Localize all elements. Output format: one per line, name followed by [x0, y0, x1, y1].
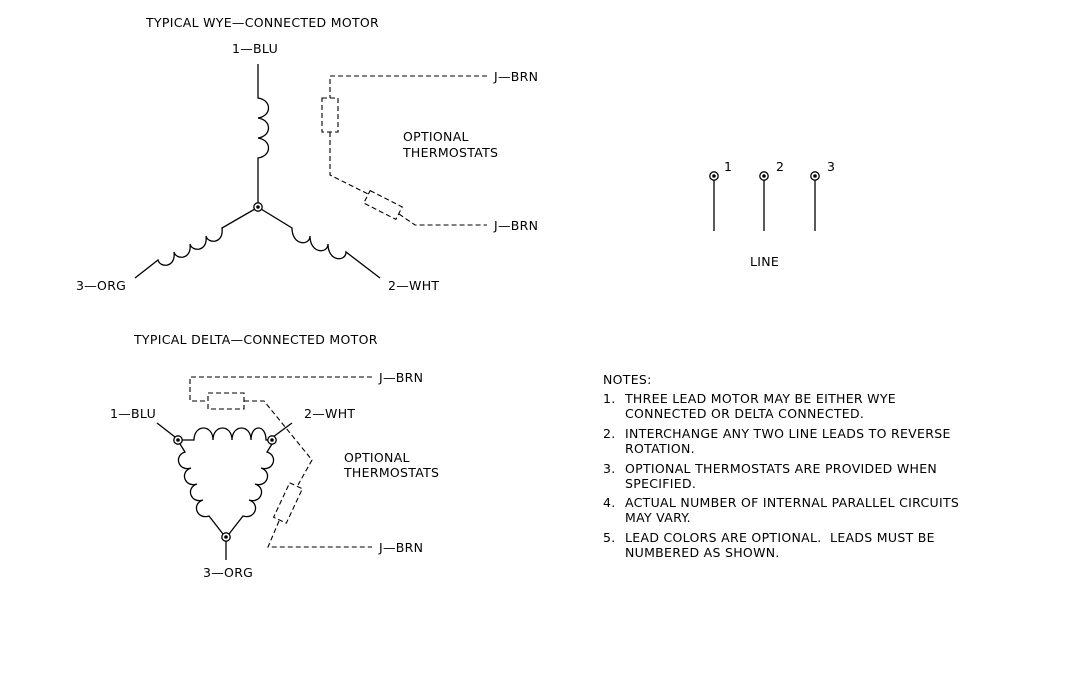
- notes: NOTES: 1. THREE LEAD MOTOR MAY BE EITHER…: [603, 372, 959, 560]
- note-text: OPTIONAL THERMOSTATS ARE PROVIDED WHEN: [625, 461, 937, 476]
- line-terminal-2: [759, 171, 769, 181]
- wye-thermostat-lead-top-label: J—BRN: [493, 69, 538, 84]
- delta-terminal-2: [267, 435, 277, 445]
- wye-thermostats-label: THERMOSTATS: [402, 145, 498, 160]
- note-text-continued: ROTATION.: [625, 441, 695, 456]
- delta-thermostat-1: [207, 392, 245, 410]
- delta-lead-2: [272, 422, 293, 438]
- wye-thermostat-lead-bottom: [398, 213, 487, 226]
- wye-lead-2-label: 2—WHT: [388, 278, 439, 293]
- delta-lead-1: [156, 422, 176, 438]
- wye-lead-3-label: 3—ORG: [76, 278, 126, 293]
- line-terminal-3: [810, 171, 820, 181]
- delta-title: TYPICAL DELTA—CONNECTED MOTOR: [133, 332, 378, 347]
- delta-terminal-1: [173, 435, 183, 445]
- note-number: 2.: [603, 426, 616, 441]
- wye-winding-3: [134, 208, 256, 279]
- wye-optional-label: OPTIONAL: [403, 129, 469, 144]
- line-terminal-2-label: 2: [776, 159, 784, 174]
- note-item: 5. LEAD COLORS ARE OPTIONAL. LEADS MUST …: [603, 530, 935, 560]
- note-text: LEAD COLORS ARE OPTIONAL. LEADS MUST BE: [625, 530, 935, 545]
- wye-diagram: TYPICAL WYE—CONNECTED MOTOR 1—BLU 3—ORG …: [76, 15, 538, 293]
- note-item: 2. INTERCHANGE ANY TWO LINE LEADS TO REV…: [603, 426, 951, 456]
- delta-diagram: TYPICAL DELTA—CONNECTED MOTOR 1—BLU 2—WH…: [110, 332, 439, 580]
- delta-terminal-3: [221, 532, 231, 542]
- wye-title: TYPICAL WYE—CONNECTED MOTOR: [145, 15, 379, 30]
- note-number: 4.: [603, 495, 616, 510]
- note-number: 5.: [603, 530, 616, 545]
- line-terminal-3-label: 3: [827, 159, 835, 174]
- note-text: ACTUAL NUMBER OF INTERNAL PARALLEL CIRCU…: [625, 495, 959, 510]
- note-text-continued: MAY VARY.: [625, 510, 691, 525]
- delta-thermostat-link: [244, 400, 313, 486]
- note-text: INTERCHANGE ANY TWO LINE LEADS TO REVERS…: [625, 426, 951, 441]
- delta-thermostat-lead-top-label: J—BRN: [378, 370, 423, 385]
- wye-lead-1-label: 1—BLU: [232, 41, 278, 56]
- delta-optional-label: OPTIONAL: [344, 450, 410, 465]
- delta-winding-right: [228, 443, 275, 535]
- line-label: LINE: [750, 254, 779, 269]
- delta-thermostat-lead-bottom-label: J—BRN: [378, 540, 423, 555]
- delta-lead-1-label: 1—BLU: [110, 406, 156, 421]
- delta-thermostat-2: [272, 482, 304, 524]
- line-terminal-1: [709, 171, 719, 181]
- delta-lead-3-label: 3—ORG: [203, 565, 253, 580]
- note-text-continued: CONNECTED OR DELTA CONNECTED.: [625, 406, 864, 421]
- note-text: THREE LEAD MOTOR MAY BE EITHER WYE: [624, 391, 896, 406]
- note-item: 4. ACTUAL NUMBER OF INTERNAL PARALLEL CI…: [603, 495, 959, 525]
- note-text-continued: NUMBERED AS SHOWN.: [625, 545, 780, 560]
- delta-winding-left: [177, 443, 224, 535]
- wye-thermostat-lead-top: [329, 75, 487, 98]
- note-item: 1. THREE LEAD MOTOR MAY BE EITHER WYE CO…: [603, 391, 896, 421]
- line-terminal-1-label: 1: [724, 159, 732, 174]
- note-number: 1.: [603, 391, 616, 406]
- wye-winding-1: [257, 64, 270, 203]
- line-terminals: 1 2 3 LINE: [709, 159, 835, 269]
- delta-thermostat-lead-top: [189, 376, 372, 402]
- note-number: 3.: [603, 461, 616, 476]
- delta-lead-2-label: 2—WHT: [304, 406, 355, 421]
- delta-thermostats-label: THERMOSTATS: [343, 465, 439, 480]
- delta-winding-top: [182, 427, 270, 441]
- wye-thermostat-link: [329, 132, 369, 195]
- note-text-continued: SPECIFIED.: [625, 476, 696, 491]
- notes-heading: NOTES:: [603, 372, 652, 387]
- wye-thermostat-1: [321, 97, 339, 133]
- delta-thermostat-lead-bottom: [267, 520, 372, 548]
- wye-winding-2: [260, 208, 381, 279]
- wye-thermostat-2: [363, 189, 403, 221]
- note-item: 3. OPTIONAL THERMOSTATS ARE PROVIDED WHE…: [603, 461, 937, 491]
- wye-thermostat-lead-bottom-label: J—BRN: [493, 218, 538, 233]
